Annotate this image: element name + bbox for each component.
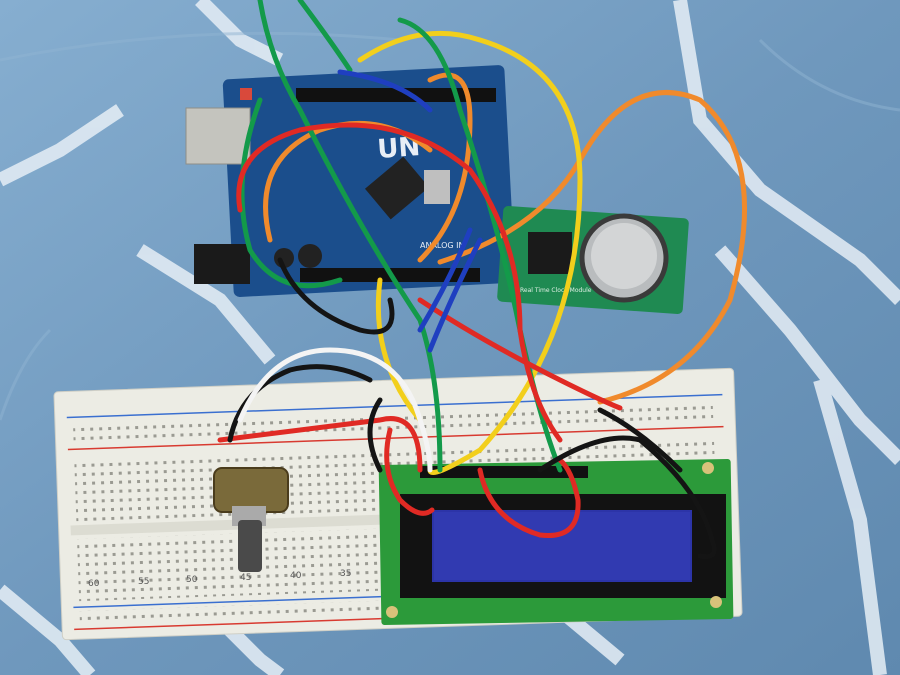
pot-knob [238, 520, 262, 572]
reset-button [240, 88, 252, 100]
lcd-module [378, 458, 734, 626]
potentiometer [213, 467, 289, 572]
rtc-module: Real Time Clock Module [497, 205, 689, 315]
power-jack [194, 244, 250, 284]
analog-label: ANALOG IN [420, 241, 465, 250]
usb-connector [185, 107, 251, 165]
crystal [424, 170, 450, 204]
chip [364, 156, 430, 220]
svg-text:50: 50 [186, 575, 198, 585]
rtc-label: Real Time Clock Module [520, 287, 592, 294]
svg-text:35: 35 [340, 569, 351, 579]
rtc-chip [528, 232, 572, 274]
svg-text:45: 45 [240, 573, 251, 583]
row-numbers: 60 55 50 45 40 35 [88, 569, 351, 589]
header-top [296, 88, 496, 102]
capacitor [298, 244, 322, 268]
svg-text:40: 40 [290, 571, 302, 581]
svg-text:55: 55 [138, 577, 149, 587]
svg-text:60: 60 [88, 579, 100, 589]
jumper-wires [217, 0, 748, 560]
